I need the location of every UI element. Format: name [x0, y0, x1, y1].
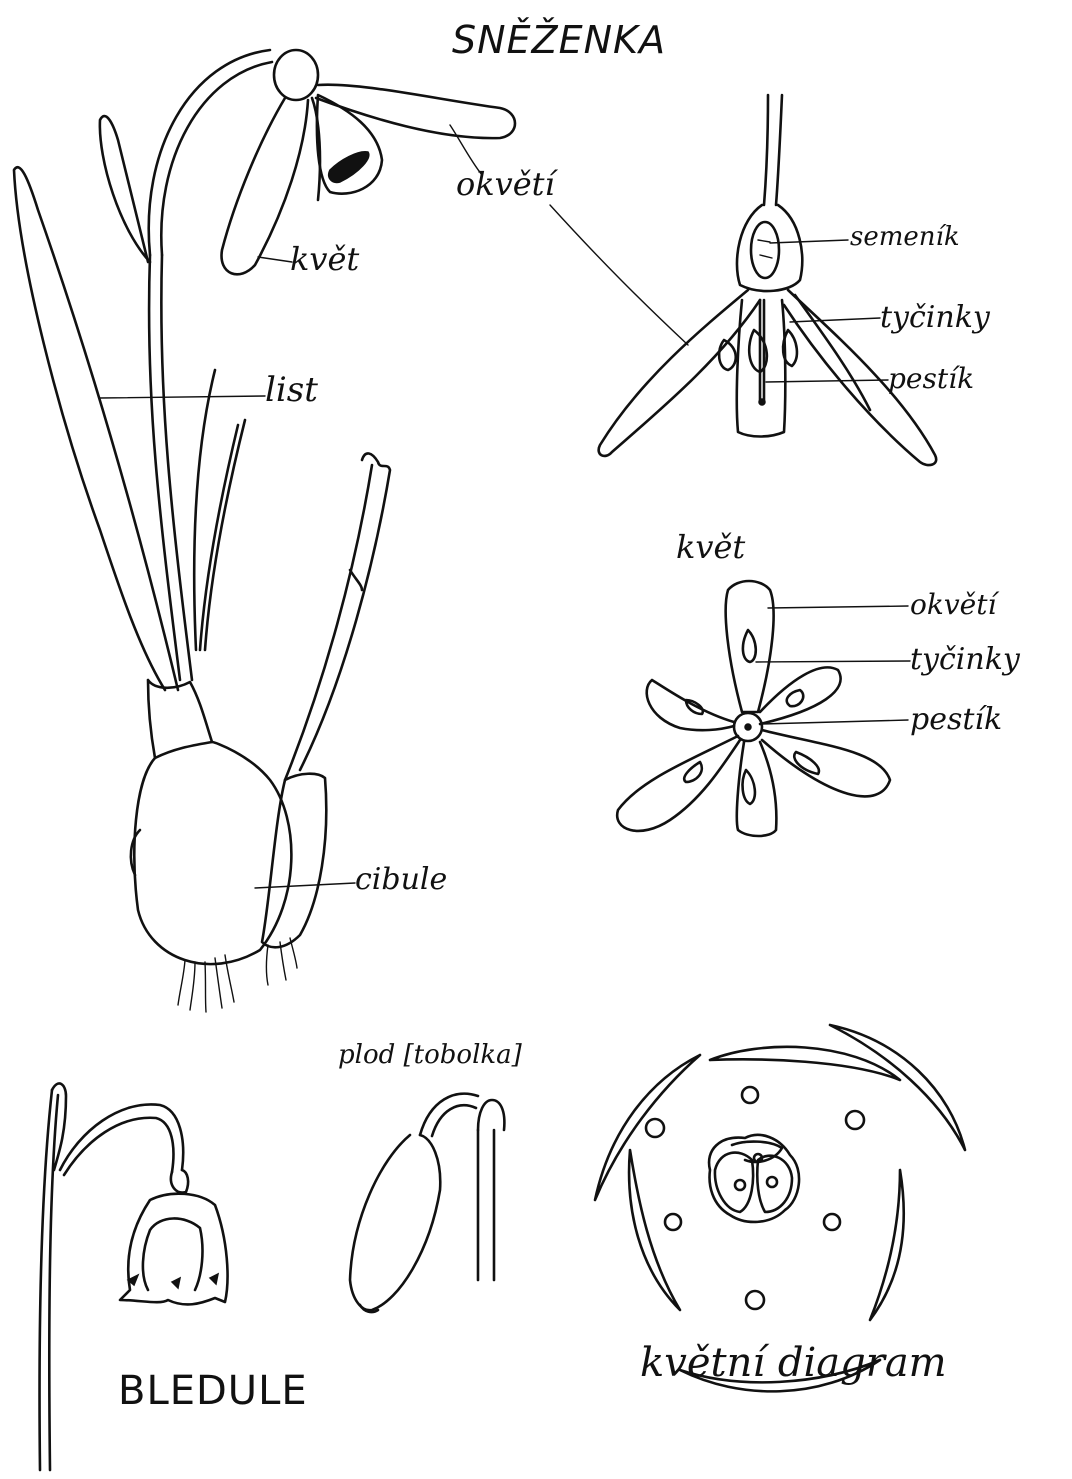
label-bledule: BLEDULE: [118, 1368, 308, 1414]
leader-kvet: [258, 257, 292, 262]
snowdrop-stalk: [149, 50, 272, 255]
flower-longitudinal-section: [550, 95, 936, 465]
leader-semenik: [770, 240, 848, 243]
diagram-ovule-2: [767, 1177, 777, 1187]
second-shoot-node: [350, 570, 362, 590]
flower-top-view: [617, 581, 910, 836]
second-bulb: [262, 774, 326, 948]
label-kvetni-diagram: květní diagram: [640, 1340, 947, 1386]
top-stamen-5: [684, 762, 702, 782]
diagram-stamen-6: [746, 1291, 764, 1309]
label-cibule: cibule: [355, 862, 447, 897]
label-kvet-heading: květ: [676, 528, 745, 566]
top-stamen-1: [743, 630, 756, 662]
bledule-tip-2: [172, 1278, 180, 1288]
top-pistil-dot: [745, 724, 751, 730]
bledule-stalk: [40, 1090, 59, 1470]
top-stamen-3: [794, 752, 819, 774]
diagram-stamen-1: [742, 1087, 758, 1103]
top-petal-lower-left: [617, 736, 740, 831]
floral-diagram-drawing: [595, 1025, 965, 1391]
label-list: list: [265, 370, 318, 410]
capsule-body: [350, 1135, 440, 1310]
bulb-neck: [148, 680, 212, 758]
flower-ovary: [274, 50, 318, 100]
top-stamen-4: [743, 770, 755, 804]
diagram-ovule-3: [754, 1154, 762, 1162]
diagram-arc-4: [870, 1170, 904, 1320]
diagram-arc-1: [710, 1047, 900, 1080]
diagram-stamen-4: [665, 1214, 681, 1230]
bledule-tip-3: [210, 1274, 218, 1284]
fruit-capsule-drawing: [350, 1094, 504, 1312]
leader-tycinky-top: [756, 661, 910, 662]
label-pestik-floral: pestík: [910, 702, 1002, 737]
second-shoot: [285, 453, 390, 780]
capsule-top: [478, 1100, 504, 1130]
capsule-stalk: [478, 1130, 494, 1280]
label-tycinky-section: tyčinky: [880, 300, 990, 335]
diagram-ovule-1: [735, 1180, 745, 1190]
diagram-arc-3: [830, 1025, 965, 1150]
top-petal-right: [762, 730, 890, 796]
leader-list: [100, 396, 265, 398]
section-stigma: [759, 399, 765, 405]
section-ovary-outline: [737, 205, 802, 291]
spathe: [100, 116, 150, 262]
top-petal-left: [647, 680, 734, 730]
bledule-pedicel: [60, 1104, 183, 1175]
diagram-arc-2: [595, 1055, 700, 1200]
diagram-stamen-3: [846, 1111, 864, 1129]
bledule-ovary: [171, 1170, 188, 1193]
section-stamen-left: [719, 340, 736, 370]
leader-okveti-section: [550, 205, 688, 345]
petal-back: [312, 98, 320, 200]
bledule-bell-inner: [143, 1218, 203, 1290]
top-stamen-2: [787, 690, 804, 706]
section-petal-right-inner: [795, 295, 870, 410]
inner-petal-mark: [329, 152, 369, 183]
diagram-ovary-right: [757, 1156, 792, 1212]
section-petal-left: [599, 290, 760, 456]
snowdrop-stalk-lower: [149, 255, 192, 680]
leader-tycinky: [790, 318, 880, 322]
bledule-bell: [120, 1194, 228, 1305]
leader-pestik-top: [762, 720, 908, 724]
top-petal-upper-right: [760, 667, 841, 724]
diagram-stamen-5: [824, 1214, 840, 1230]
roots: [178, 938, 297, 1012]
leaf-right: [194, 370, 245, 650]
section-stalk: [764, 95, 782, 205]
label-plod: plod [tobolka]: [338, 1040, 522, 1070]
section-ovule: [751, 222, 779, 278]
top-petal-up: [726, 581, 774, 712]
label-semenik: semeník: [850, 222, 960, 252]
label-okveti-floral: okvětí: [910, 588, 996, 621]
section-pistil: [760, 300, 764, 400]
label-okveti-top: okvětí: [456, 165, 555, 203]
page-title: SNĚŽENKA: [452, 18, 666, 62]
leader-okveti-top: [768, 606, 908, 608]
label-pestik-section: pestík: [888, 362, 974, 395]
capsule-bend: [420, 1094, 478, 1136]
diagram-stamen-2: [646, 1119, 664, 1137]
label-kvet-flower: květ: [290, 240, 359, 278]
label-tycinky-floral: tyčinky: [910, 642, 1020, 677]
bulb: [134, 742, 291, 964]
